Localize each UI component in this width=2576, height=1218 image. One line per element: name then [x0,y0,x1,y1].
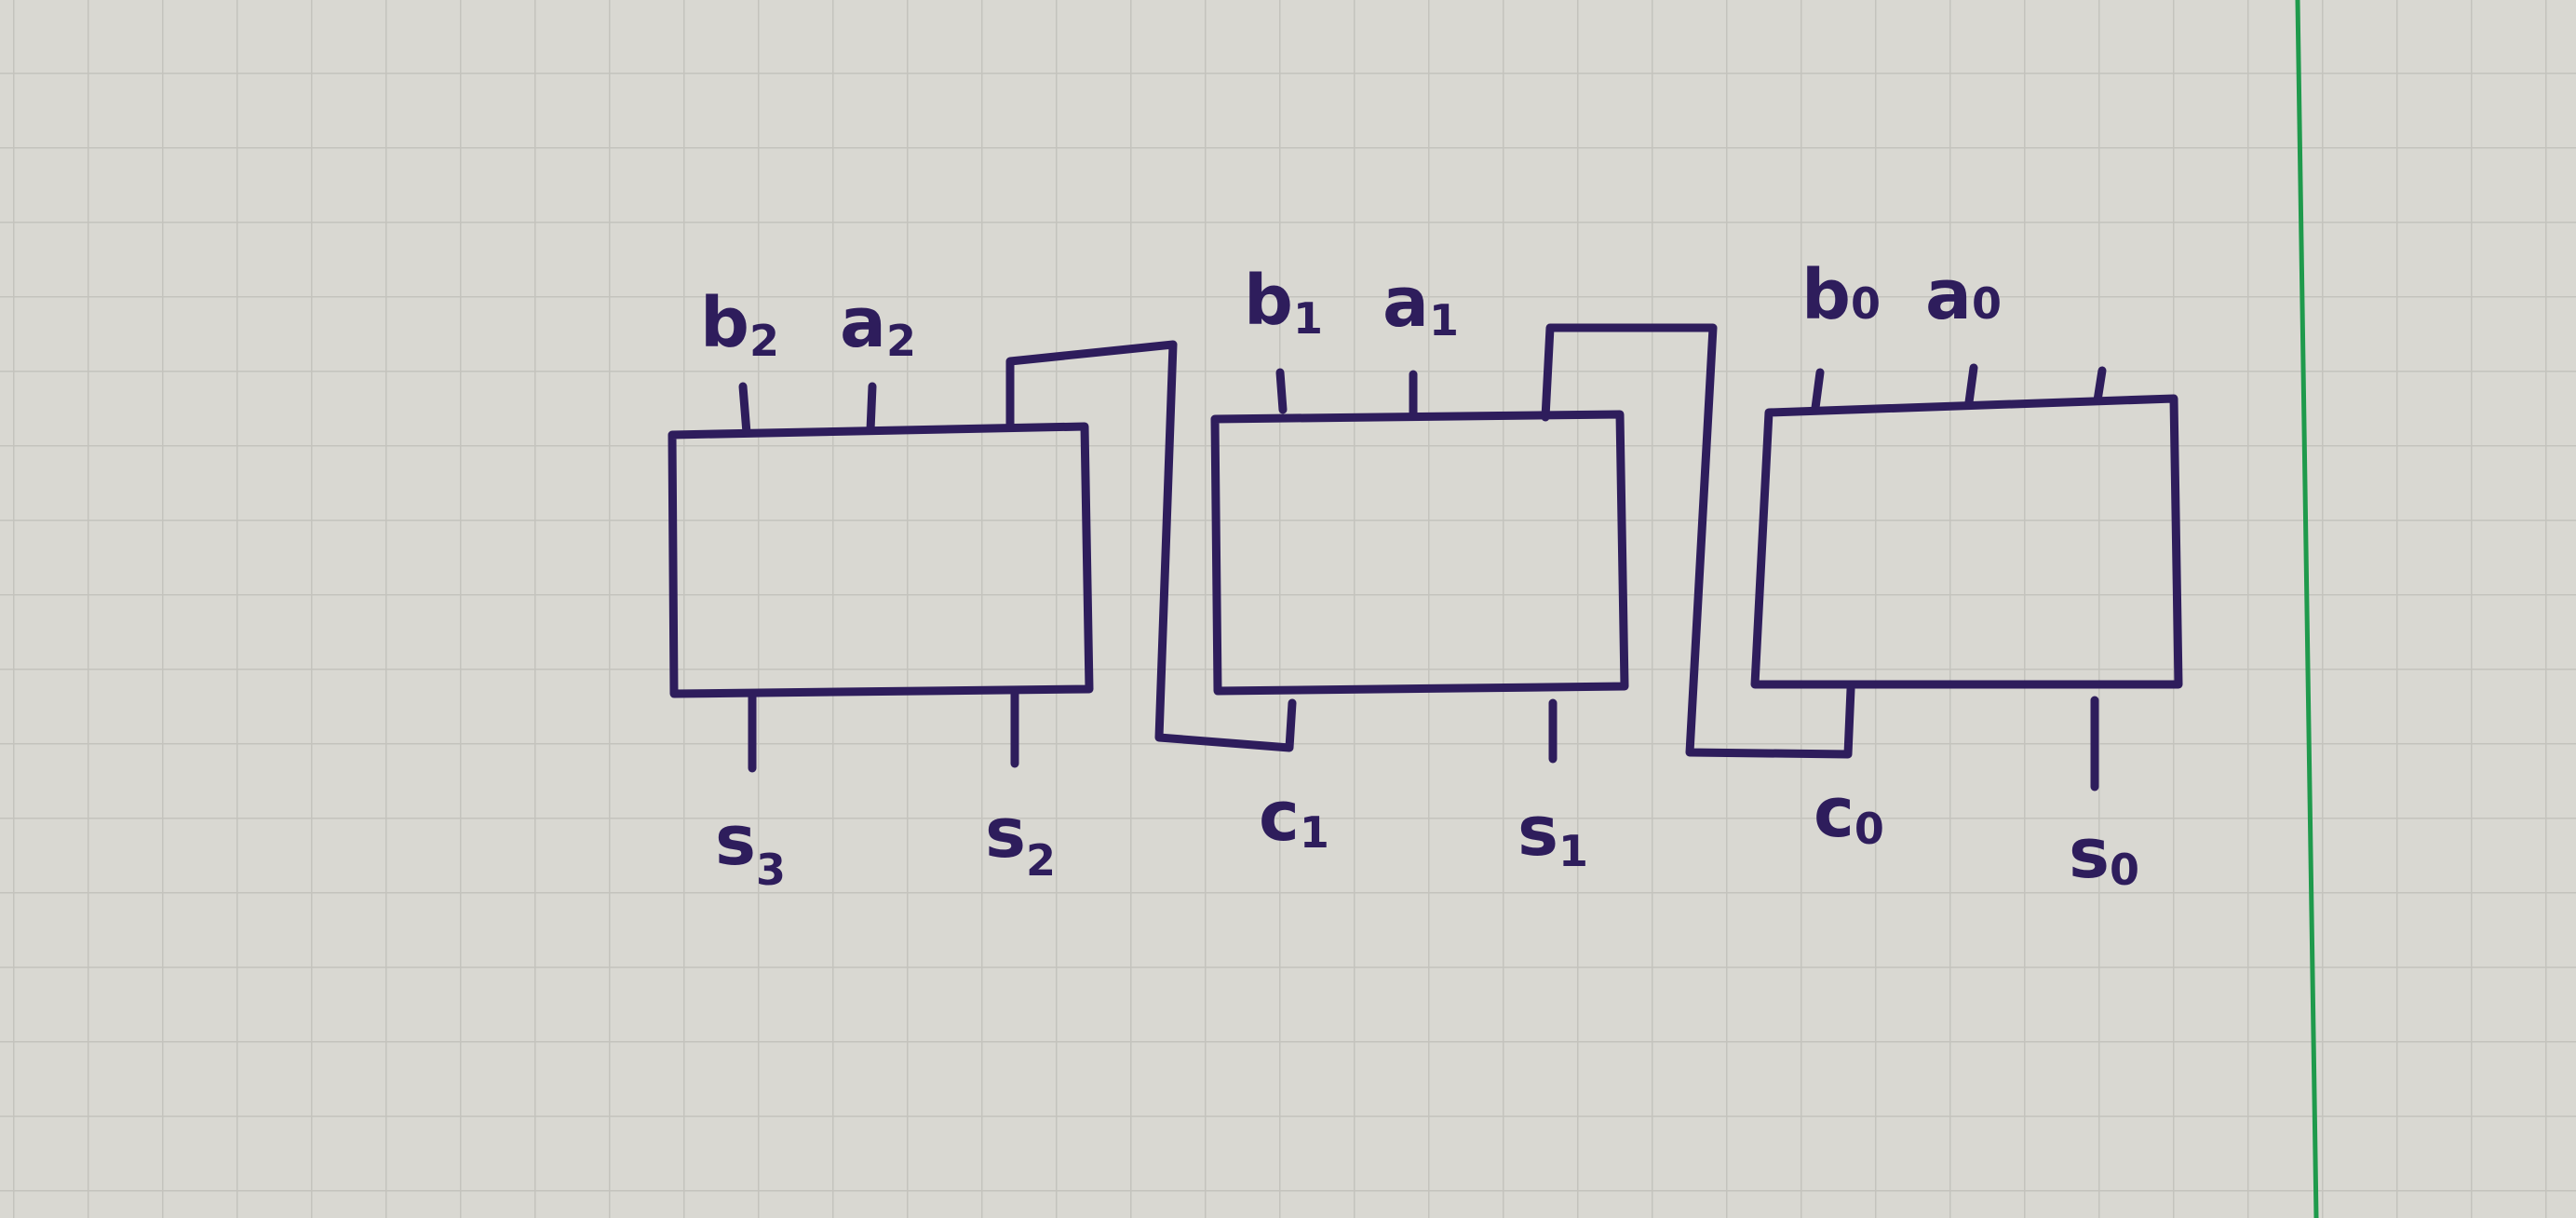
block-2-input-a-wire [866,382,877,435]
label-b2: b2 [700,283,779,366]
label-s1: s1 [1517,792,1588,876]
block-2-box [668,422,1094,698]
block-0-box [1750,394,2183,689]
label-s2: s2 [985,793,1056,886]
label-b0: b0 [1801,255,1881,335]
label-a0: a0 [1925,255,2002,335]
block-1-input-b-wire [1275,368,1288,414]
block-1-box [1210,410,1629,696]
block-0-input-b-wire [1811,368,1825,413]
label-a2: a2 [840,283,916,366]
carry-wire-c0 [1541,323,1855,759]
block-0-input-carry-wire [2093,366,2107,405]
label-c1: c1 [1259,777,1329,858]
label-s3: s3 [715,801,786,895]
label-a1: a1 [1382,263,1459,345]
label-s0: s0 [2069,814,2139,895]
block-2 [668,340,1297,773]
label-c0: c0 [1814,773,1884,854]
margin-line [2295,0,2319,1218]
block-1 [1210,323,1855,764]
block-2-input-b-wire [738,382,751,438]
block-0-input-a-wire [1964,363,1978,407]
block-0 [1750,363,2183,792]
label-b1: b1 [1244,261,1323,344]
carry-wire-c1 [1005,340,1297,752]
